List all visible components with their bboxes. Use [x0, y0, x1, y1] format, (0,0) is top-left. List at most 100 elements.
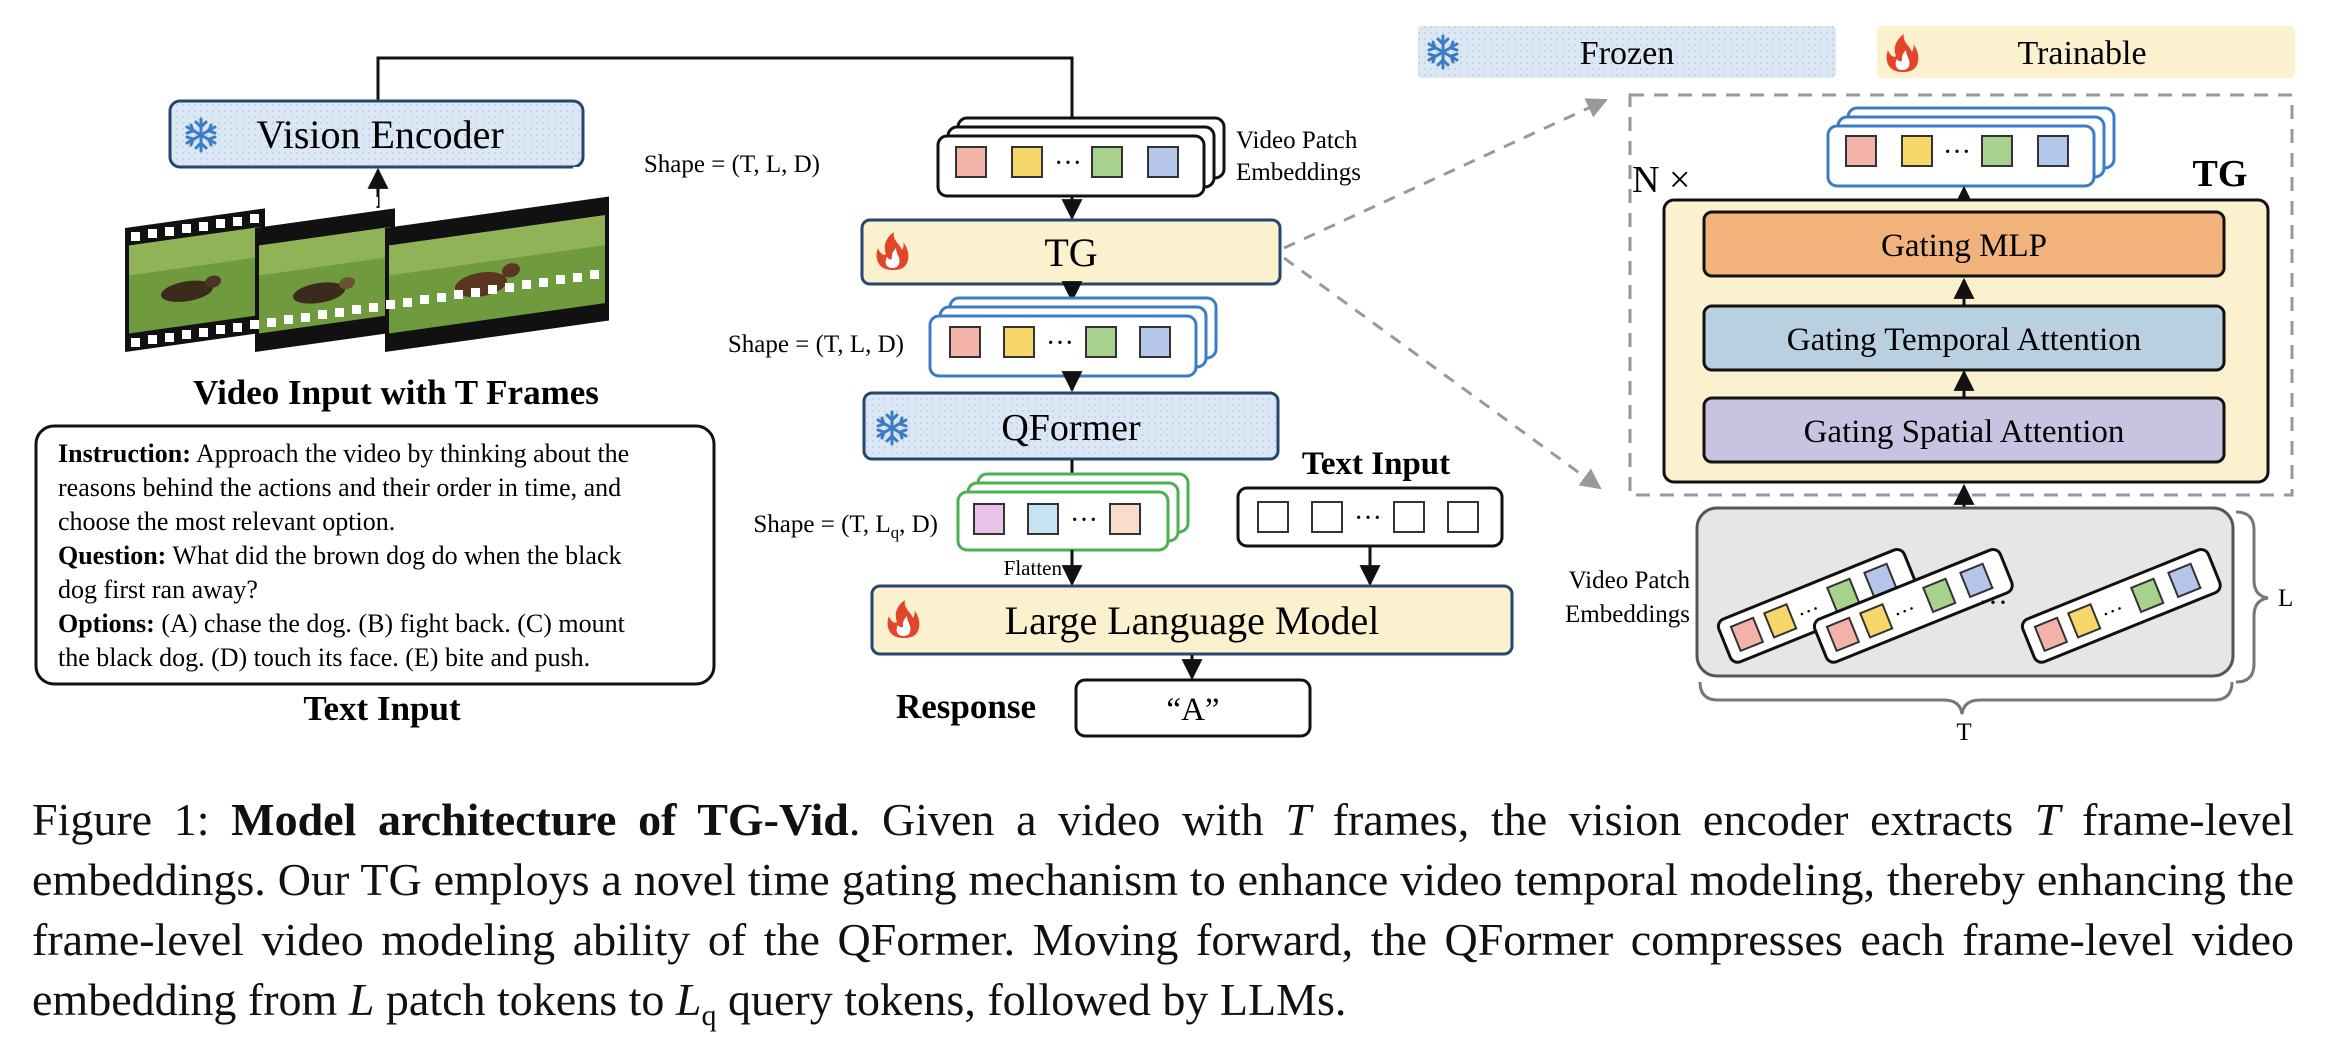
video-frame-2 [255, 208, 395, 352]
qformer-box: QFormer [862, 391, 1280, 461]
dots: ··· [1054, 148, 1082, 179]
caption-part2: frames, the vision encoder extracts [1311, 794, 2035, 845]
figure-caption: Figure 1: Model architecture of TG-Vid. … [32, 790, 2294, 1046]
video-patch-top-line2: Embeddings [1236, 159, 1361, 186]
legend-trainable-label: Trainable [2017, 35, 2146, 72]
token [1393, 501, 1425, 533]
caption-prefix: Figure 1: [32, 794, 232, 845]
tg-detail-output-embeddings: ··· [1826, 106, 2116, 188]
tg-label: TG [1044, 230, 1097, 275]
token [973, 503, 1005, 535]
instruction-label: Instruction: [58, 439, 191, 468]
vision-encoder-label: Vision Encoder [256, 112, 504, 157]
token [1311, 501, 1343, 533]
tg-input-embeddings: ··· ··· ··· ··· [1695, 506, 2235, 678]
tg-box: TG [860, 218, 1282, 286]
T-brace [1698, 681, 2234, 715]
frame-token-row: ··· [2020, 547, 2222, 664]
response-value: “A” [1166, 692, 1219, 728]
token [1085, 326, 1117, 358]
token [1011, 146, 1043, 178]
shape-label-3: Shape = (T, Lq, D) [753, 511, 938, 542]
token [2037, 135, 2069, 167]
token [1901, 135, 1933, 167]
caption-bold: Model architecture of TG-Vid [231, 794, 849, 845]
token [949, 326, 981, 358]
video-input-label: Video Input with T Frames [193, 373, 599, 412]
caption-Lq-sub: q [701, 999, 717, 1033]
video-patch-right-line1: Video Patch [1569, 567, 1691, 594]
shape-label-1: Shape = (T, L, D) [644, 151, 820, 178]
qformer-label: QFormer [1001, 407, 1141, 449]
instruction-line1: Approach the video by thinking about the [191, 439, 629, 468]
qformer-output-embeddings: ··· [956, 472, 1190, 552]
token [1981, 135, 2013, 167]
token [1845, 135, 1877, 167]
caption-part5: query tokens, followed by LLMs. [716, 974, 1347, 1025]
dots: ··· [1070, 505, 1098, 536]
token [1139, 326, 1171, 358]
gating-mlp-label: Gating MLP [1881, 228, 2047, 264]
dots: ··· [1046, 328, 1074, 359]
question-line1: What did the brown dog do when the black [166, 541, 621, 570]
token [955, 146, 987, 178]
video-patch-right-line2: Embeddings [1565, 601, 1690, 628]
legend-trainable: Trainable [1877, 26, 2295, 78]
gating-spatial-label: Gating Spatial Attention [1804, 414, 2125, 450]
video-patch-top-line1: Video Patch [1236, 127, 1358, 154]
dots: ··· [1943, 137, 1971, 168]
gating-temporal-label: Gating Temporal Attention [1787, 322, 2142, 358]
video-frames [125, 164, 609, 352]
response-label: Response [896, 687, 1036, 726]
dots: ··· [1978, 586, 2008, 619]
gating-spatial-box: Gating Spatial Attention [1702, 396, 2226, 464]
options-line1: (A) chase the dog. (B) fight back. (C) m… [155, 609, 626, 638]
token [1109, 503, 1141, 535]
flatten-label: Flatten [1004, 556, 1063, 580]
video-frame-1 [125, 208, 265, 352]
video-patch-embeddings-top: ··· [936, 116, 1226, 198]
text-input-right-label: Text Input [1302, 446, 1450, 482]
llm-box: Large Language Model [870, 584, 1514, 656]
token [1003, 326, 1035, 358]
frame-token-row: ··· [1812, 547, 2014, 664]
token [1447, 501, 1479, 533]
caption-T2: T [2034, 794, 2061, 845]
options-label: Options: [58, 609, 155, 638]
vision-encoder-box: Vision Encoder [168, 99, 585, 169]
legend-frozen-label: Frozen [1580, 35, 1674, 72]
svg-text:Instruction: Approach the vide: Instruction: Approach the video by think… [58, 439, 636, 672]
architecture-diagram: Frozen Trainable Vision Encoder [34, 26, 2295, 746]
question-line2: dog first ran away? [58, 575, 258, 604]
video-frame-3 [385, 196, 609, 352]
caption-Lq: L [675, 974, 702, 1025]
n-times-label: N × [1632, 159, 1690, 201]
llm-label: Large Language Model [1005, 598, 1380, 643]
token [1091, 146, 1123, 178]
caption-L: L [348, 974, 375, 1025]
options-line2: the black dog. (D) touch its face. (E) b… [58, 643, 590, 672]
gating-temporal-box: Gating Temporal Attention [1702, 304, 2226, 372]
token [1147, 146, 1179, 178]
token [1027, 503, 1059, 535]
text-input-left-label: Text Input [303, 689, 461, 728]
gating-mlp-box: Gating MLP [1702, 210, 2226, 278]
response-box: “A” [1074, 678, 1312, 738]
instruction-line3: choose the most relevant option. [58, 507, 395, 536]
legend-frozen: Frozen [1418, 26, 1836, 78]
L-label: L [2278, 585, 2293, 612]
tg-title: TG [2193, 153, 2248, 195]
shape-label-2: Shape = (T, L, D) [728, 331, 904, 358]
caption-T1: T [1285, 794, 1312, 845]
dots: ··· [1354, 503, 1382, 534]
text-input-box: Instruction: Approach the video by think… [34, 424, 716, 686]
caption-part4: patch tokens to [374, 974, 676, 1025]
question-label: Question: [58, 541, 166, 570]
L-brace [2235, 510, 2269, 684]
instruction-line2: reasons behind the actions and their ord… [58, 473, 621, 502]
frame-token-row: ··· [1716, 547, 1918, 664]
text-input-tokens: ··· [1236, 486, 1504, 548]
T-label: T [1956, 719, 1971, 746]
caption-part1: . Given a video with [848, 794, 1286, 845]
tg-output-embeddings: ··· [928, 296, 1218, 378]
